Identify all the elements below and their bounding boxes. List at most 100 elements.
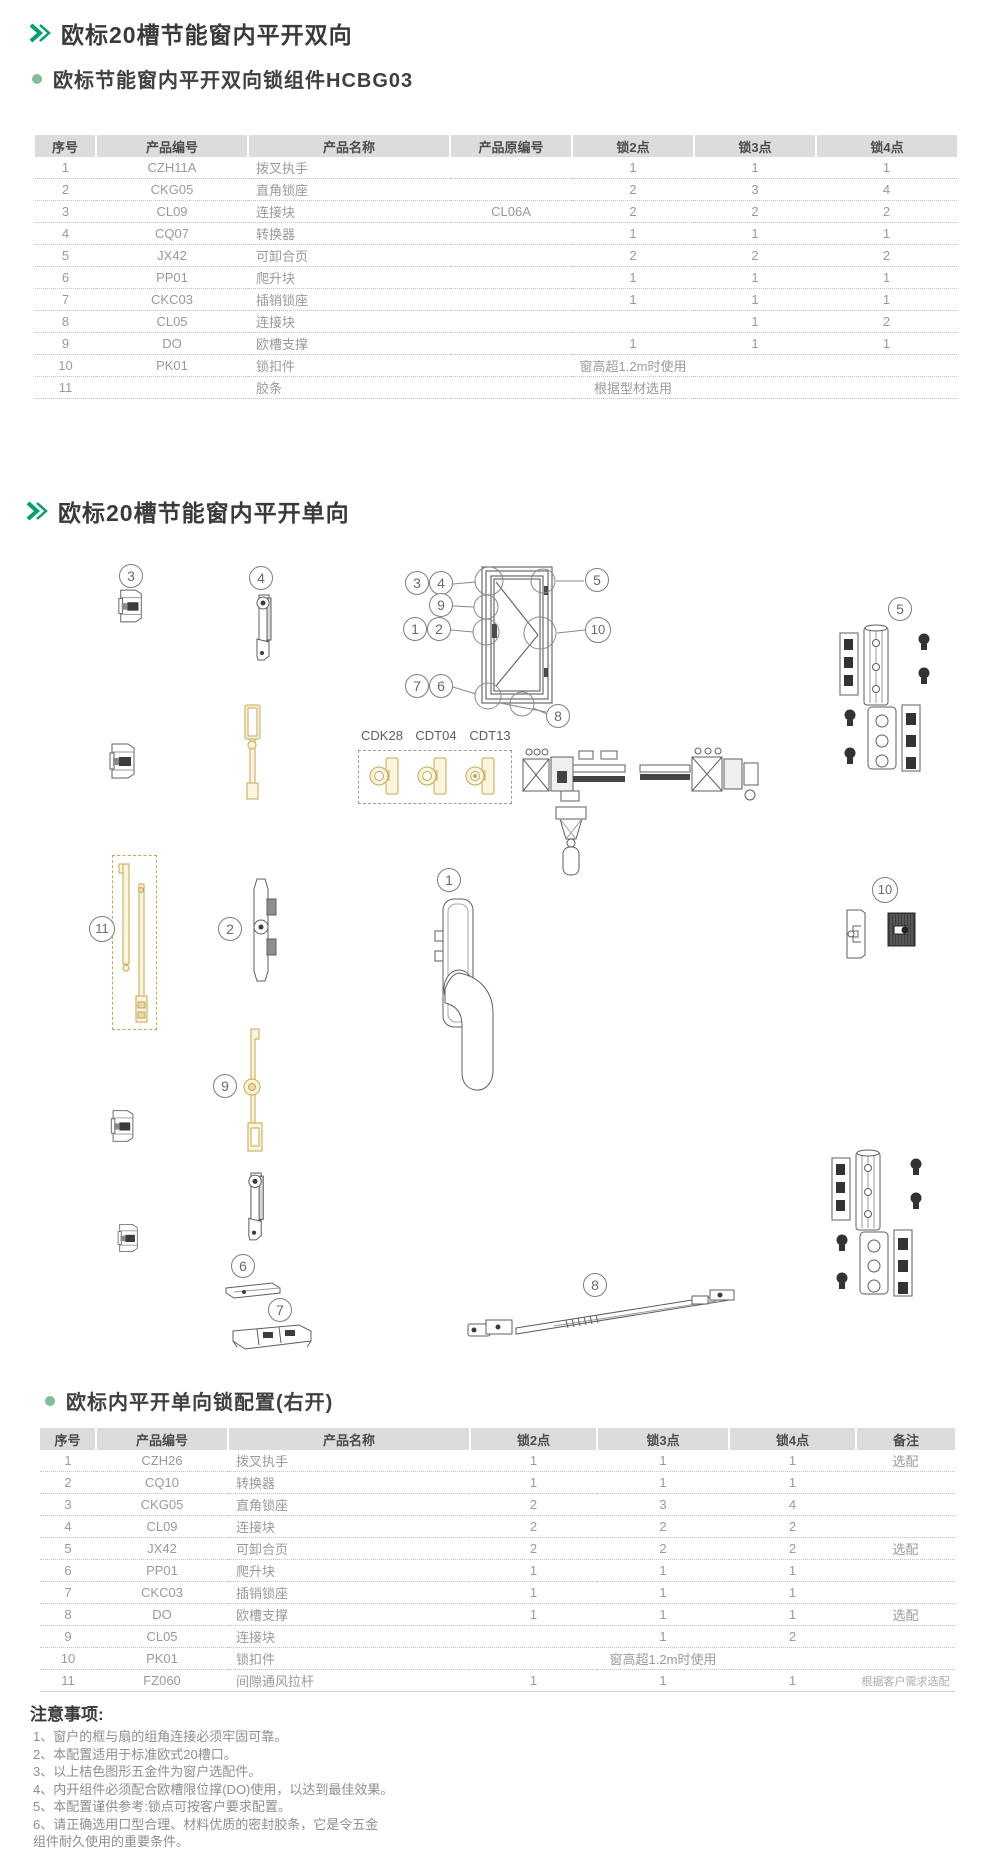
table-cell: 3 [35, 200, 96, 223]
table-cell [450, 266, 572, 289]
table-cell: 1 [35, 157, 96, 179]
callout-4: 4 [249, 566, 273, 590]
table-header-row: 序号产品编号产品名称锁2点锁3点锁4点备注 [40, 1428, 955, 1450]
hinge-assembly-part [830, 1148, 930, 1300]
table-cell: 4 [816, 178, 957, 201]
callout-5: 5 [585, 568, 609, 592]
column-header: 备注 [855, 1428, 955, 1450]
note-line: 3、以上桔色图形五金件为窗户选配件。 [33, 1764, 262, 1779]
note-line: 4、内开组件必须配合欧槽限位撑(DO)使用，以达到最佳效果。 [33, 1781, 394, 1797]
table-cell: PP01 [96, 266, 248, 289]
table-cell: 锁扣件 [248, 354, 450, 377]
table-cell [816, 376, 957, 399]
exploded-hardware-diagram: 3 4 3 4 9 1 2 7 6 5 10 8 5 11 2 1 9 6 7 … [0, 540, 991, 1370]
table-cell: 2 [572, 200, 694, 223]
table-cell: CZH11A [96, 157, 248, 179]
bullet-dot-icon [45, 1395, 55, 1406]
section1-subtitle-row: 欧标节能窗内平开双向锁组件HCBG03 [32, 64, 413, 93]
table-cell: 1 [729, 1471, 856, 1494]
cylinder-options-dashed-box [358, 750, 512, 804]
table-cell: 根据客户需求选配 [856, 1669, 955, 1692]
cylinder-part-cdt13 [462, 754, 498, 798]
table-cell: 2 [470, 1515, 597, 1538]
table-cell: 2 [694, 200, 816, 223]
table-cell: 1 [597, 1625, 729, 1648]
table-cell: 1 [470, 1471, 597, 1494]
bullet-dot-icon [32, 73, 42, 84]
table-cell: 1 [729, 1669, 856, 1692]
table-cell: 1 [729, 1603, 856, 1626]
table-cell: 2 [694, 244, 816, 267]
column-header: 序号 [40, 1428, 96, 1450]
callout-1: 1 [437, 868, 461, 892]
table-cell: 拨叉执手 [228, 1450, 470, 1472]
table-span-cell: 窗高超1.2m时使用 [470, 1647, 856, 1670]
table-cell: 连接块 [248, 310, 450, 333]
handle-front-view [552, 805, 590, 877]
table-cell: 锁扣件 [228, 1647, 470, 1670]
table-cell: 1 [816, 222, 957, 245]
callout-2: 2 [218, 917, 242, 941]
table-cell: 8 [35, 310, 96, 333]
table-cell: 欧槽支撑 [228, 1603, 470, 1626]
table-cell: 转换器 [248, 222, 450, 245]
table-cell [856, 1625, 955, 1648]
table-cell: 1 [572, 332, 694, 355]
callout-7: 7 [268, 1298, 292, 1322]
table-cell: CZH26 [96, 1450, 228, 1472]
friction-stay-arm-part [458, 1282, 738, 1340]
section2-subtitle-row: 欧标内平开单向锁配置(右开) [45, 1386, 333, 1415]
table-cell: 1 [597, 1559, 729, 1582]
table-cell: 6 [35, 266, 96, 289]
table-cell: 4 [40, 1515, 96, 1538]
table-span-cell: 根据型材选用 [450, 376, 816, 399]
table-cell [450, 332, 572, 355]
column-header: 锁3点 [693, 135, 816, 157]
table-cell: 1 [694, 310, 816, 333]
table-cell: 10 [40, 1647, 96, 1670]
table-cell: 2 [35, 178, 96, 201]
table-cell [470, 1625, 597, 1648]
column-header: 产品编号 [95, 1428, 228, 1450]
table-cell: 2 [470, 1493, 597, 1516]
table-cell [450, 178, 572, 201]
table-cell: PK01 [96, 1647, 228, 1670]
table-cell: 1 [470, 1450, 597, 1472]
table-cell: 9 [35, 332, 96, 355]
guide-bracket-part [843, 906, 869, 962]
striker-plate-part [115, 1222, 142, 1254]
table-cell: 选配 [856, 1537, 955, 1560]
table-cell: 4 [729, 1493, 856, 1516]
table-cell: CL09 [96, 1515, 228, 1538]
optional-parts-dashed-box [112, 855, 157, 1030]
table-cell [856, 1471, 955, 1494]
callout-4: 4 [429, 571, 453, 595]
callout-8: 8 [583, 1273, 607, 1297]
section2-header: 欧标20槽节能窗内平开单向 [25, 494, 350, 528]
table-cell: PK01 [96, 354, 248, 377]
callout-3: 3 [119, 564, 143, 588]
table-cell: 连接块 [248, 200, 450, 223]
table-cell [816, 354, 957, 377]
callout-10: 10 [872, 877, 898, 903]
table-cell: 11 [40, 1669, 96, 1692]
table-cell: 1 [572, 288, 694, 311]
table-cell: 1 [470, 1581, 597, 1604]
table-cell: 10 [35, 354, 96, 377]
table-cell: CQ10 [96, 1471, 228, 1494]
optional-rod-pair-part [118, 863, 148, 1023]
table-cell [856, 1515, 955, 1538]
table-cell: 1 [470, 1559, 597, 1582]
table-cell: 4 [35, 222, 96, 245]
table-cell: 5 [35, 244, 96, 267]
